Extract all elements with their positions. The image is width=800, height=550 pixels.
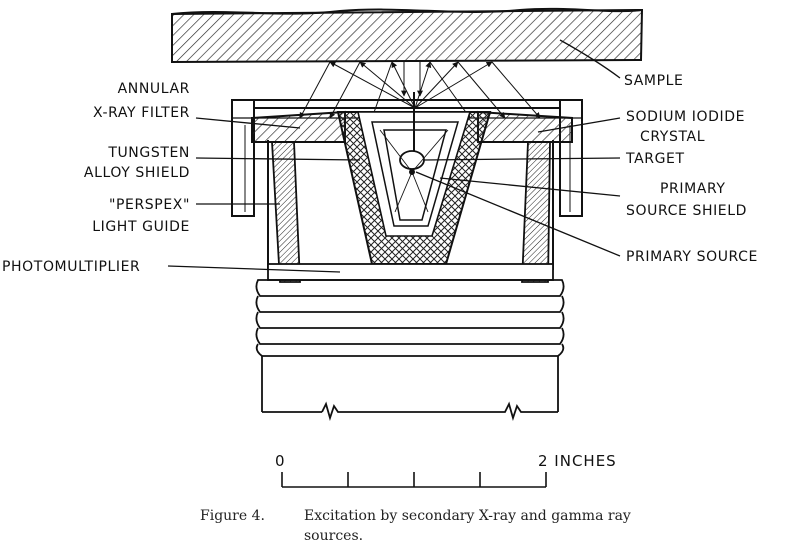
sample-slab xyxy=(171,7,644,64)
label-tungsten-line2: ALLOY SHIELD xyxy=(83,165,190,181)
sodium-iodide-crystal xyxy=(477,110,573,143)
radiation-rays xyxy=(299,61,541,119)
label-tungsten-line1: TUNGSTEN xyxy=(108,145,190,161)
caption-text-line1: Excitation by secondary X-ray and gamma … xyxy=(304,508,631,524)
inner-rays xyxy=(379,129,449,213)
annular-x-ray-filter xyxy=(251,110,346,143)
photomultiplier-tube xyxy=(255,263,565,422)
label-sodium-iodide-line2: CRYSTAL xyxy=(640,129,706,145)
label-primary-source: PRIMARY SOURCE xyxy=(626,249,758,265)
scale-start-label: 0 xyxy=(275,452,286,470)
label-perspex-line1: "PERSPEX" xyxy=(108,197,190,213)
label-photomultiplier: PHOTOMULTIPLIER xyxy=(2,259,141,275)
label-target: TARGET xyxy=(626,151,685,167)
label-annular-filter-line1: ANNULAR xyxy=(117,81,190,97)
figure-caption: Figure 4. Excitation by secondary X-ray a… xyxy=(200,506,780,546)
primary-source-shield xyxy=(371,121,459,227)
label-sample: SAMPLE xyxy=(624,73,684,89)
leader-lines xyxy=(167,39,621,273)
caption-number: Figure 4. xyxy=(200,508,265,524)
light-guide-walls xyxy=(271,141,551,283)
scale-end-label: 2 INCHES xyxy=(538,452,617,470)
caption-text-line2: sources. xyxy=(304,528,364,544)
label-primary-shield-line2: SOURCE SHIELD xyxy=(626,203,748,219)
label-perspex-line2: LIGHT GUIDE xyxy=(92,219,190,235)
label-annular-filter-line2: X-RAY FILTER xyxy=(93,105,190,121)
label-sodium-iodide-line1: SODIUM IODIDE xyxy=(626,109,746,125)
label-primary-shield-line1: PRIMARY xyxy=(660,181,726,197)
scale-bar xyxy=(281,472,547,488)
